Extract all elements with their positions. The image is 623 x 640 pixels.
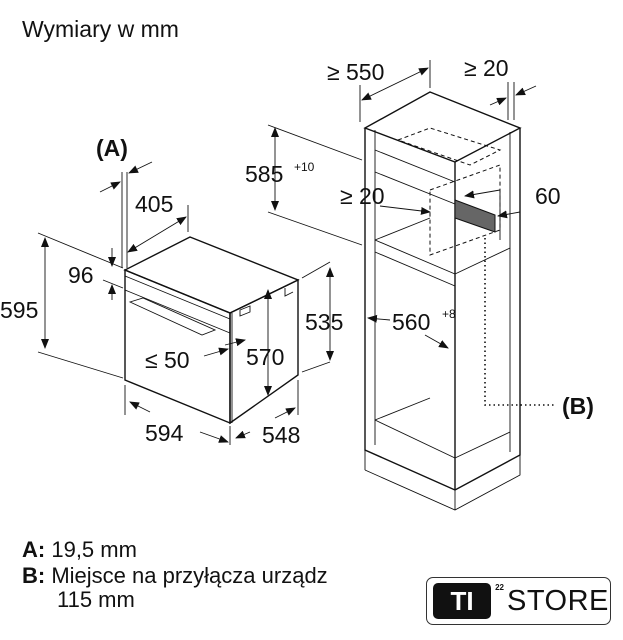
dim-548: 548 [262,422,300,448]
legend-a-key: A: [22,537,46,562]
dim-595: 595 [0,297,38,323]
cabinet-dimensions [267,60,537,349]
dim-585-tolerance: +10 [294,160,315,174]
legend-b-key: B: [22,564,46,588]
legend-b: B: Miejsce na przyłącza urządz [22,564,414,588]
dim-594: 594 [145,420,184,446]
logo-sup: 22 [495,583,504,592]
dim-le50: ≤ 50 [145,347,190,373]
dim-585: 585 [245,161,283,187]
dim-60: 60 [535,183,561,209]
dim-405: 405 [135,191,173,217]
logo-ti-badge: TI 22 [433,583,504,619]
dim-ge550: ≥ 550 [327,59,384,85]
label-a: (A) [96,135,128,161]
dim-570: 570 [246,344,284,370]
legend-a: A: 19,5 mm [22,538,137,562]
diagram-title: Wymiary w mm [22,16,179,42]
legend-b-value-line2: 115 mm [57,587,135,612]
logo-ti: TI [450,585,474,616]
label-b: (B) [562,393,594,419]
dim-560: 560 [392,309,430,335]
legend-b-value: Miejsce na przyłącza urządz [51,564,328,588]
oven-dimensions [37,161,334,445]
dim-ge20-top: ≥ 20 [464,55,509,81]
cabinet-drawing [363,91,555,511]
logo-store-text: STORE [507,584,609,617]
dim-560-tolerance: +8 [442,307,456,321]
legend-a-value: 19,5 mm [51,537,137,562]
dim-535: 535 [305,309,343,335]
dim-96: 96 [68,262,94,288]
dim-ge20-mid: ≥ 20 [340,183,385,209]
oven-drawing [123,236,300,425]
store-logo: TI 22 STORE [426,577,611,625]
